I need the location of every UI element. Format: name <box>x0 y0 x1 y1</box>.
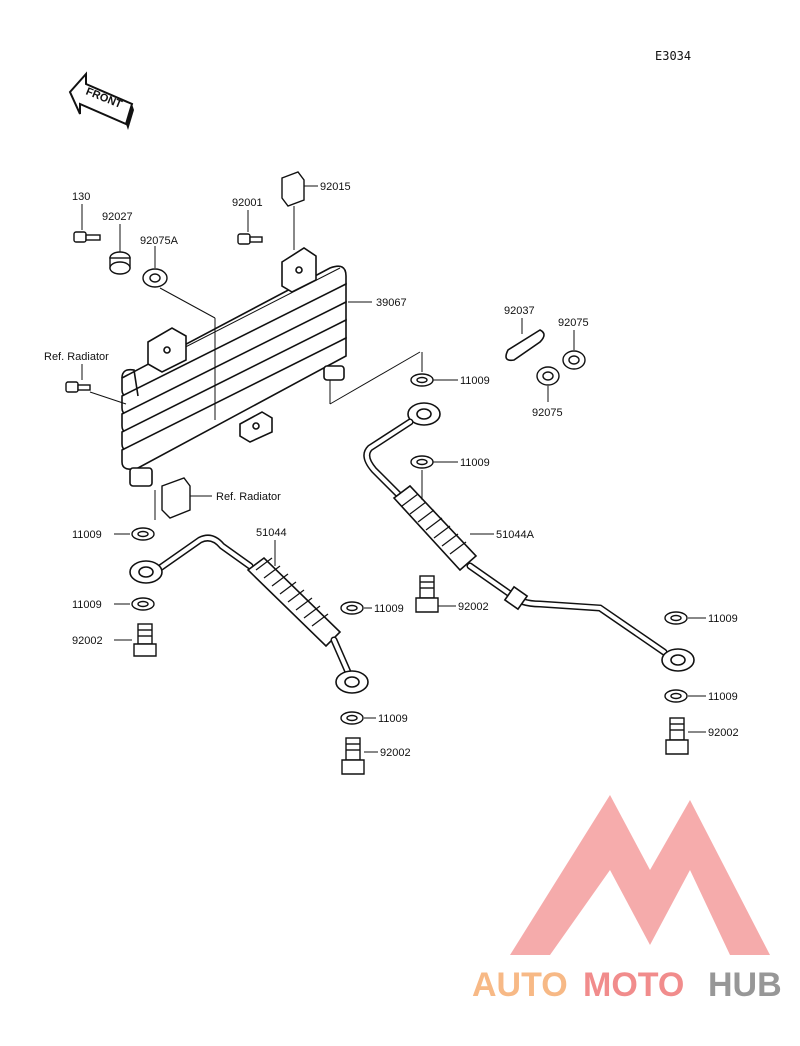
watermark-triangle-icon <box>510 795 770 955</box>
label-ref-radiator-left: Ref. Radiator <box>44 351 109 363</box>
label-92075A: 92075A <box>140 235 179 247</box>
label-92002-d: 92002 <box>708 727 739 739</box>
label-11009-e: 11009 <box>374 603 404 615</box>
label-92002-b: 92002 <box>72 635 103 647</box>
hardware-bolt-130 <box>73 231 101 243</box>
label-92015: 92015 <box>320 181 351 193</box>
part-labels: 130 92027 92075A 92001 92015 39067 Ref. … <box>44 181 739 759</box>
hardware-bolt-92001 <box>237 233 263 245</box>
leader-lines <box>81 185 706 753</box>
watermark-text-hub: HUB <box>708 966 782 1004</box>
hardware-clip-92015 <box>281 171 305 207</box>
label-ref-radiator-lower: Ref. Radiator <box>216 491 281 503</box>
label-11009-g: 11009 <box>708 691 738 703</box>
front-arrow-icon: FRONT <box>68 71 134 130</box>
hardware-grommet-92075-bottom <box>536 366 560 386</box>
label-92027: 92027 <box>102 211 133 223</box>
hardware-grommet-92075-top <box>562 350 586 370</box>
diagram-code: E3034 <box>655 49 691 63</box>
oil-cooler <box>121 247 347 487</box>
label-92037: 92037 <box>504 305 535 317</box>
label-11009-c: 11009 <box>72 529 102 541</box>
watermark-text-auto: AUTO <box>472 966 568 1004</box>
washers-11009 <box>131 373 688 725</box>
label-11009-a: 11009 <box>460 375 490 387</box>
label-92075-top: 92075 <box>558 317 589 329</box>
label-11009-b: 11009 <box>460 457 490 469</box>
label-11009-d: 11009 <box>72 599 102 611</box>
hardware-clip-92037 <box>505 329 545 362</box>
label-11009-f: 11009 <box>708 613 738 625</box>
label-39067: 39067 <box>376 297 407 309</box>
label-92002-a: 92002 <box>458 601 489 613</box>
hardware-bolt-ref-radiator <box>65 381 91 393</box>
watermark-logo: AUTO MOTO HUB <box>472 795 782 1004</box>
banjo-bolts-92002 <box>133 575 689 775</box>
hardware-collar-92027 <box>109 251 131 275</box>
label-92002-c: 92002 <box>380 747 411 759</box>
label-130: 130 <box>72 191 90 203</box>
label-51044A: 51044A <box>496 529 535 541</box>
watermark-text-moto: MOTO <box>583 966 684 1004</box>
hardware-bracket-ref-radiator <box>161 477 191 519</box>
hardware-grommet-92075A <box>142 268 168 288</box>
label-11009-h: 11009 <box>378 713 408 725</box>
label-51044: 51044 <box>256 527 287 539</box>
cooler-fins <box>121 265 347 470</box>
hose-51044 <box>129 534 369 694</box>
label-92075-bottom: 92075 <box>532 407 563 419</box>
hose-51044A <box>363 402 695 672</box>
label-92001: 92001 <box>232 197 263 209</box>
